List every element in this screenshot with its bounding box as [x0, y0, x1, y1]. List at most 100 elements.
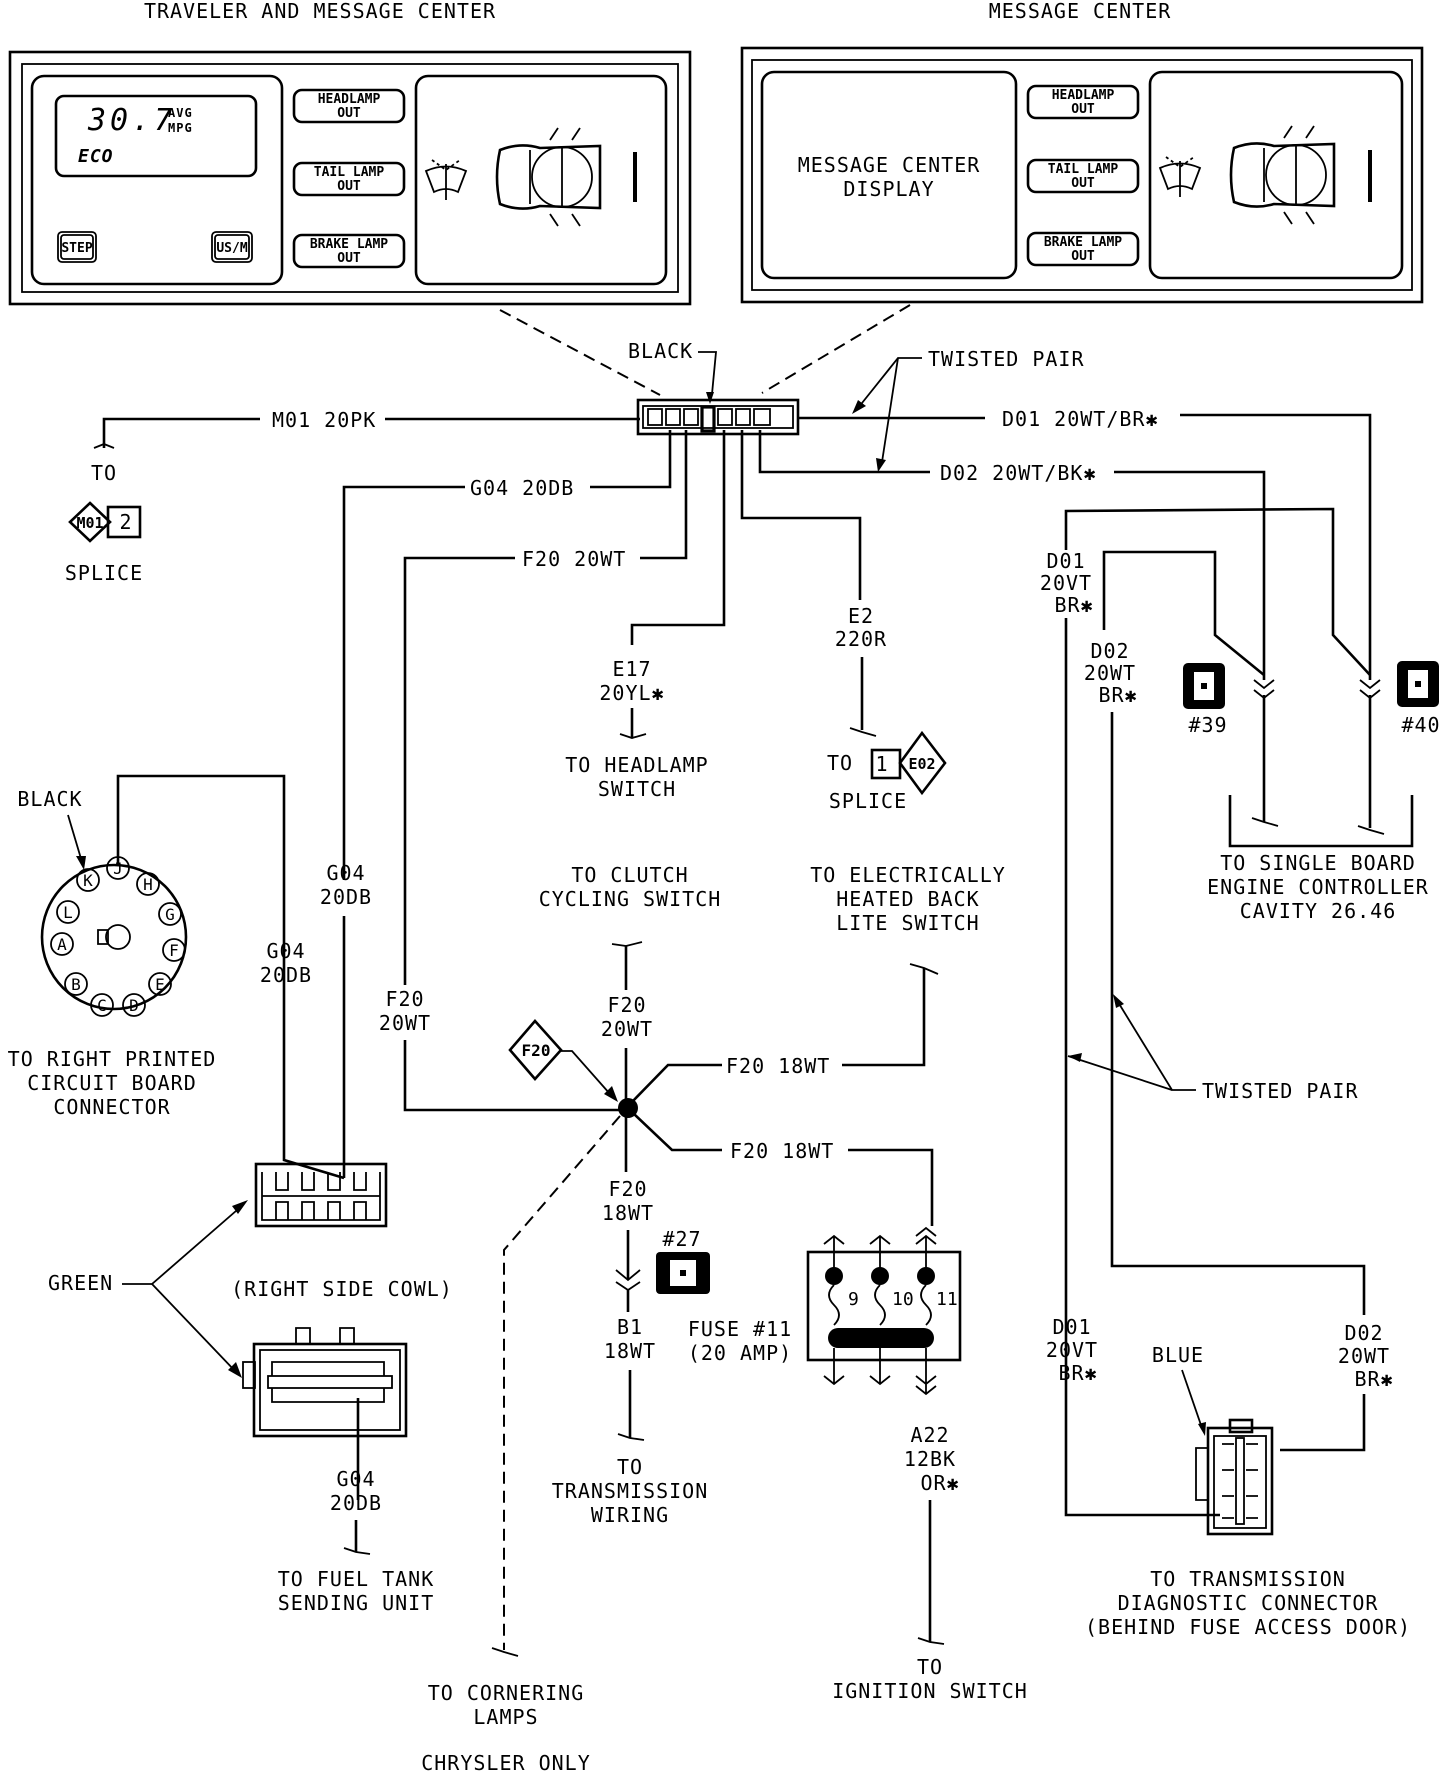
wire-d02-right-label-2: 20WT	[1084, 661, 1136, 685]
dest-transmission-wiring-2: TRANSMISSION	[552, 1479, 709, 1503]
wire-f20-down-label-2: 18WT	[602, 1201, 654, 1225]
step-button[interactable]: STEP	[57, 231, 97, 263]
wire-d02-low-label-3: BR✱	[1354, 1367, 1393, 1391]
pin-k-circle	[76, 868, 100, 892]
wire-f20-down-label-1: F20	[608, 1177, 647, 1201]
connector-39-label: #39	[1188, 713, 1227, 737]
green-connector-lower	[242, 1327, 408, 1438]
cornering-note: CHRYSLER ONLY	[421, 1751, 591, 1774]
dest-headlamp-switch-1: TO HEADLAMP	[565, 753, 708, 777]
wire-d02-right-label-1: D02	[1090, 639, 1129, 663]
wire-g04-pcb-label-1: G04	[266, 939, 305, 963]
brake-lamp-out-indicator: BRAKE LAMP OUT	[292, 233, 406, 269]
lcd-unit-mpg: MPG	[168, 121, 193, 135]
dest-pcb-connector-1: TO RIGHT PRINTED	[8, 1047, 217, 1071]
us-metric-button-label: US/M	[216, 241, 247, 256]
wire-d01-right-label-3: BR✱	[1054, 593, 1093, 617]
dest-transmission-wiring-1: TO	[617, 1455, 643, 1479]
twisted-pair-label-lower: TWISTED PAIR	[1202, 1079, 1359, 1103]
wire-g04-fuel-label-2: 20DB	[330, 1491, 382, 1515]
headlamp-out-line1: HEADLAMP	[318, 92, 381, 107]
splice-e02: TO 1 E02 SPLICE	[827, 730, 947, 813]
trip-computer-lcd	[54, 94, 258, 178]
panel-leader-left	[499, 309, 661, 396]
wire-d01-right-label-1: D01	[1046, 549, 1085, 573]
splice-m01-id: M01	[76, 514, 103, 532]
green-label: GREEN	[48, 1271, 113, 1295]
wire-cornering-lamps	[503, 1115, 621, 1650]
pin-f-label: F	[169, 941, 179, 960]
step-button-label: STEP	[61, 241, 92, 256]
dest-clutch-1: TO CLUTCH	[571, 863, 688, 887]
tail-lamp-out-line1: TAIL LAMP	[314, 165, 385, 180]
wire-f20-left-label-1: F20	[385, 987, 424, 1011]
splice-e02-num: 1	[875, 752, 888, 776]
dest-headlamp-switch-2: SWITCH	[598, 777, 676, 801]
pin-e-label: E	[155, 975, 165, 994]
splice-e02-id: E02	[908, 755, 935, 773]
headlamp-out-line2: OUT	[1071, 102, 1095, 117]
wire-g04-top-label: G04 20DB	[470, 476, 574, 500]
dest-fuel-tank-2: SENDING UNIT	[278, 1591, 435, 1615]
message-center-display	[760, 70, 1018, 280]
pin-a-label: A	[57, 935, 67, 954]
message-display-line2: DISPLAY	[843, 177, 934, 201]
pin-h-label: H	[143, 875, 153, 894]
wire-e2	[740, 430, 862, 600]
wire-d01-low-label-3: BR✱	[1058, 1361, 1097, 1385]
blue-connector-label: BLUE	[1152, 1343, 1204, 1367]
dest-heated-back-lite-1: TO ELECTRICALLY	[810, 863, 1006, 887]
pin-b-circle	[64, 972, 88, 996]
fuse-label-1: FUSE #11	[688, 1317, 792, 1341]
pin-e-circle	[148, 972, 172, 996]
tail-lamp-out-line2: OUT	[1071, 176, 1095, 191]
dest-fuel-tank-1: TO FUEL TANK	[278, 1567, 435, 1591]
pin-j-label: J	[113, 859, 123, 878]
wire-d02-top-label: D02 20WT/BK✱	[940, 461, 1097, 485]
splice-m01-num: 2	[119, 510, 132, 534]
wire-m01-label: M01 20PK	[272, 408, 376, 432]
headlamp-out-indicator-2: HEADLAMP OUT	[1026, 84, 1140, 120]
transmission-diagnostic-connector	[1195, 1418, 1274, 1536]
pin-h-circle	[136, 872, 160, 896]
dest-trans-diag-2: DIAGNOSTIC CONNECTOR	[1118, 1591, 1379, 1615]
us-metric-button[interactable]: US/M	[211, 231, 253, 263]
fuse-11-block: 9 10 11	[806, 1226, 962, 1396]
message-display-line1: MESSAGE CENTER	[798, 153, 981, 177]
connector-39: #39	[1183, 663, 1227, 737]
pin-g-label: G	[165, 905, 175, 924]
tail-lamp-out-line2: OUT	[337, 179, 361, 194]
brake-lamp-out-line1: BRAKE LAMP	[1044, 235, 1122, 250]
wire-d01-right-label-2: 20VT	[1040, 571, 1092, 595]
wire-a22-label-1: A22	[910, 1423, 949, 1447]
connector-27-label: #27	[662, 1227, 701, 1251]
splice-m01-to: TO	[91, 461, 117, 485]
fuse-terminal-10: 10	[892, 1289, 914, 1310]
wire-g04-pcb-label-2: 20DB	[260, 963, 312, 987]
pin-b-label: B	[71, 975, 81, 994]
wire-b1-label-2: 18WT	[604, 1339, 656, 1363]
car-top-view-icon	[495, 127, 637, 227]
wire-d01-top-label: D01 20WT/BR✱	[1002, 407, 1159, 431]
dest-clutch-2: CYCLING SWITCH	[539, 887, 722, 911]
wire-f20	[640, 430, 688, 560]
wire-f20-right1-label: F20 18WT	[726, 1054, 830, 1078]
connector-40: #40	[1397, 661, 1440, 737]
brake-lamp-out-line2: OUT	[1071, 249, 1095, 264]
tail-lamp-out-indicator-2: TAIL LAMP OUT	[1026, 158, 1140, 194]
pin-d-label: D	[129, 996, 139, 1015]
main-connector-color-label: BLACK	[628, 339, 693, 363]
dest-heated-back-lite-3: LITE SWITCH	[836, 911, 979, 935]
pin-c-circle	[90, 993, 114, 1017]
wire-e17-label-2: 20YL✱	[599, 681, 664, 705]
wire-d02-low-label-1: D02	[1344, 1321, 1383, 1345]
fuse-terminal-11: 11	[936, 1289, 958, 1310]
dest-engine-controller-3: CAVITY 26.46	[1240, 899, 1397, 923]
wire-a22-label-3: OR✱	[920, 1471, 959, 1495]
headlamp-out-line1: HEADLAMP	[1052, 88, 1115, 103]
traveler-message-center-panel: TRAVELER AND MESSAGE CENTER 30.7 AVG MPG…	[8, 0, 692, 306]
brake-lamp-out-indicator-2: BRAKE LAMP OUT	[1026, 231, 1140, 267]
lcd-unit-avg: AVG	[168, 106, 193, 120]
